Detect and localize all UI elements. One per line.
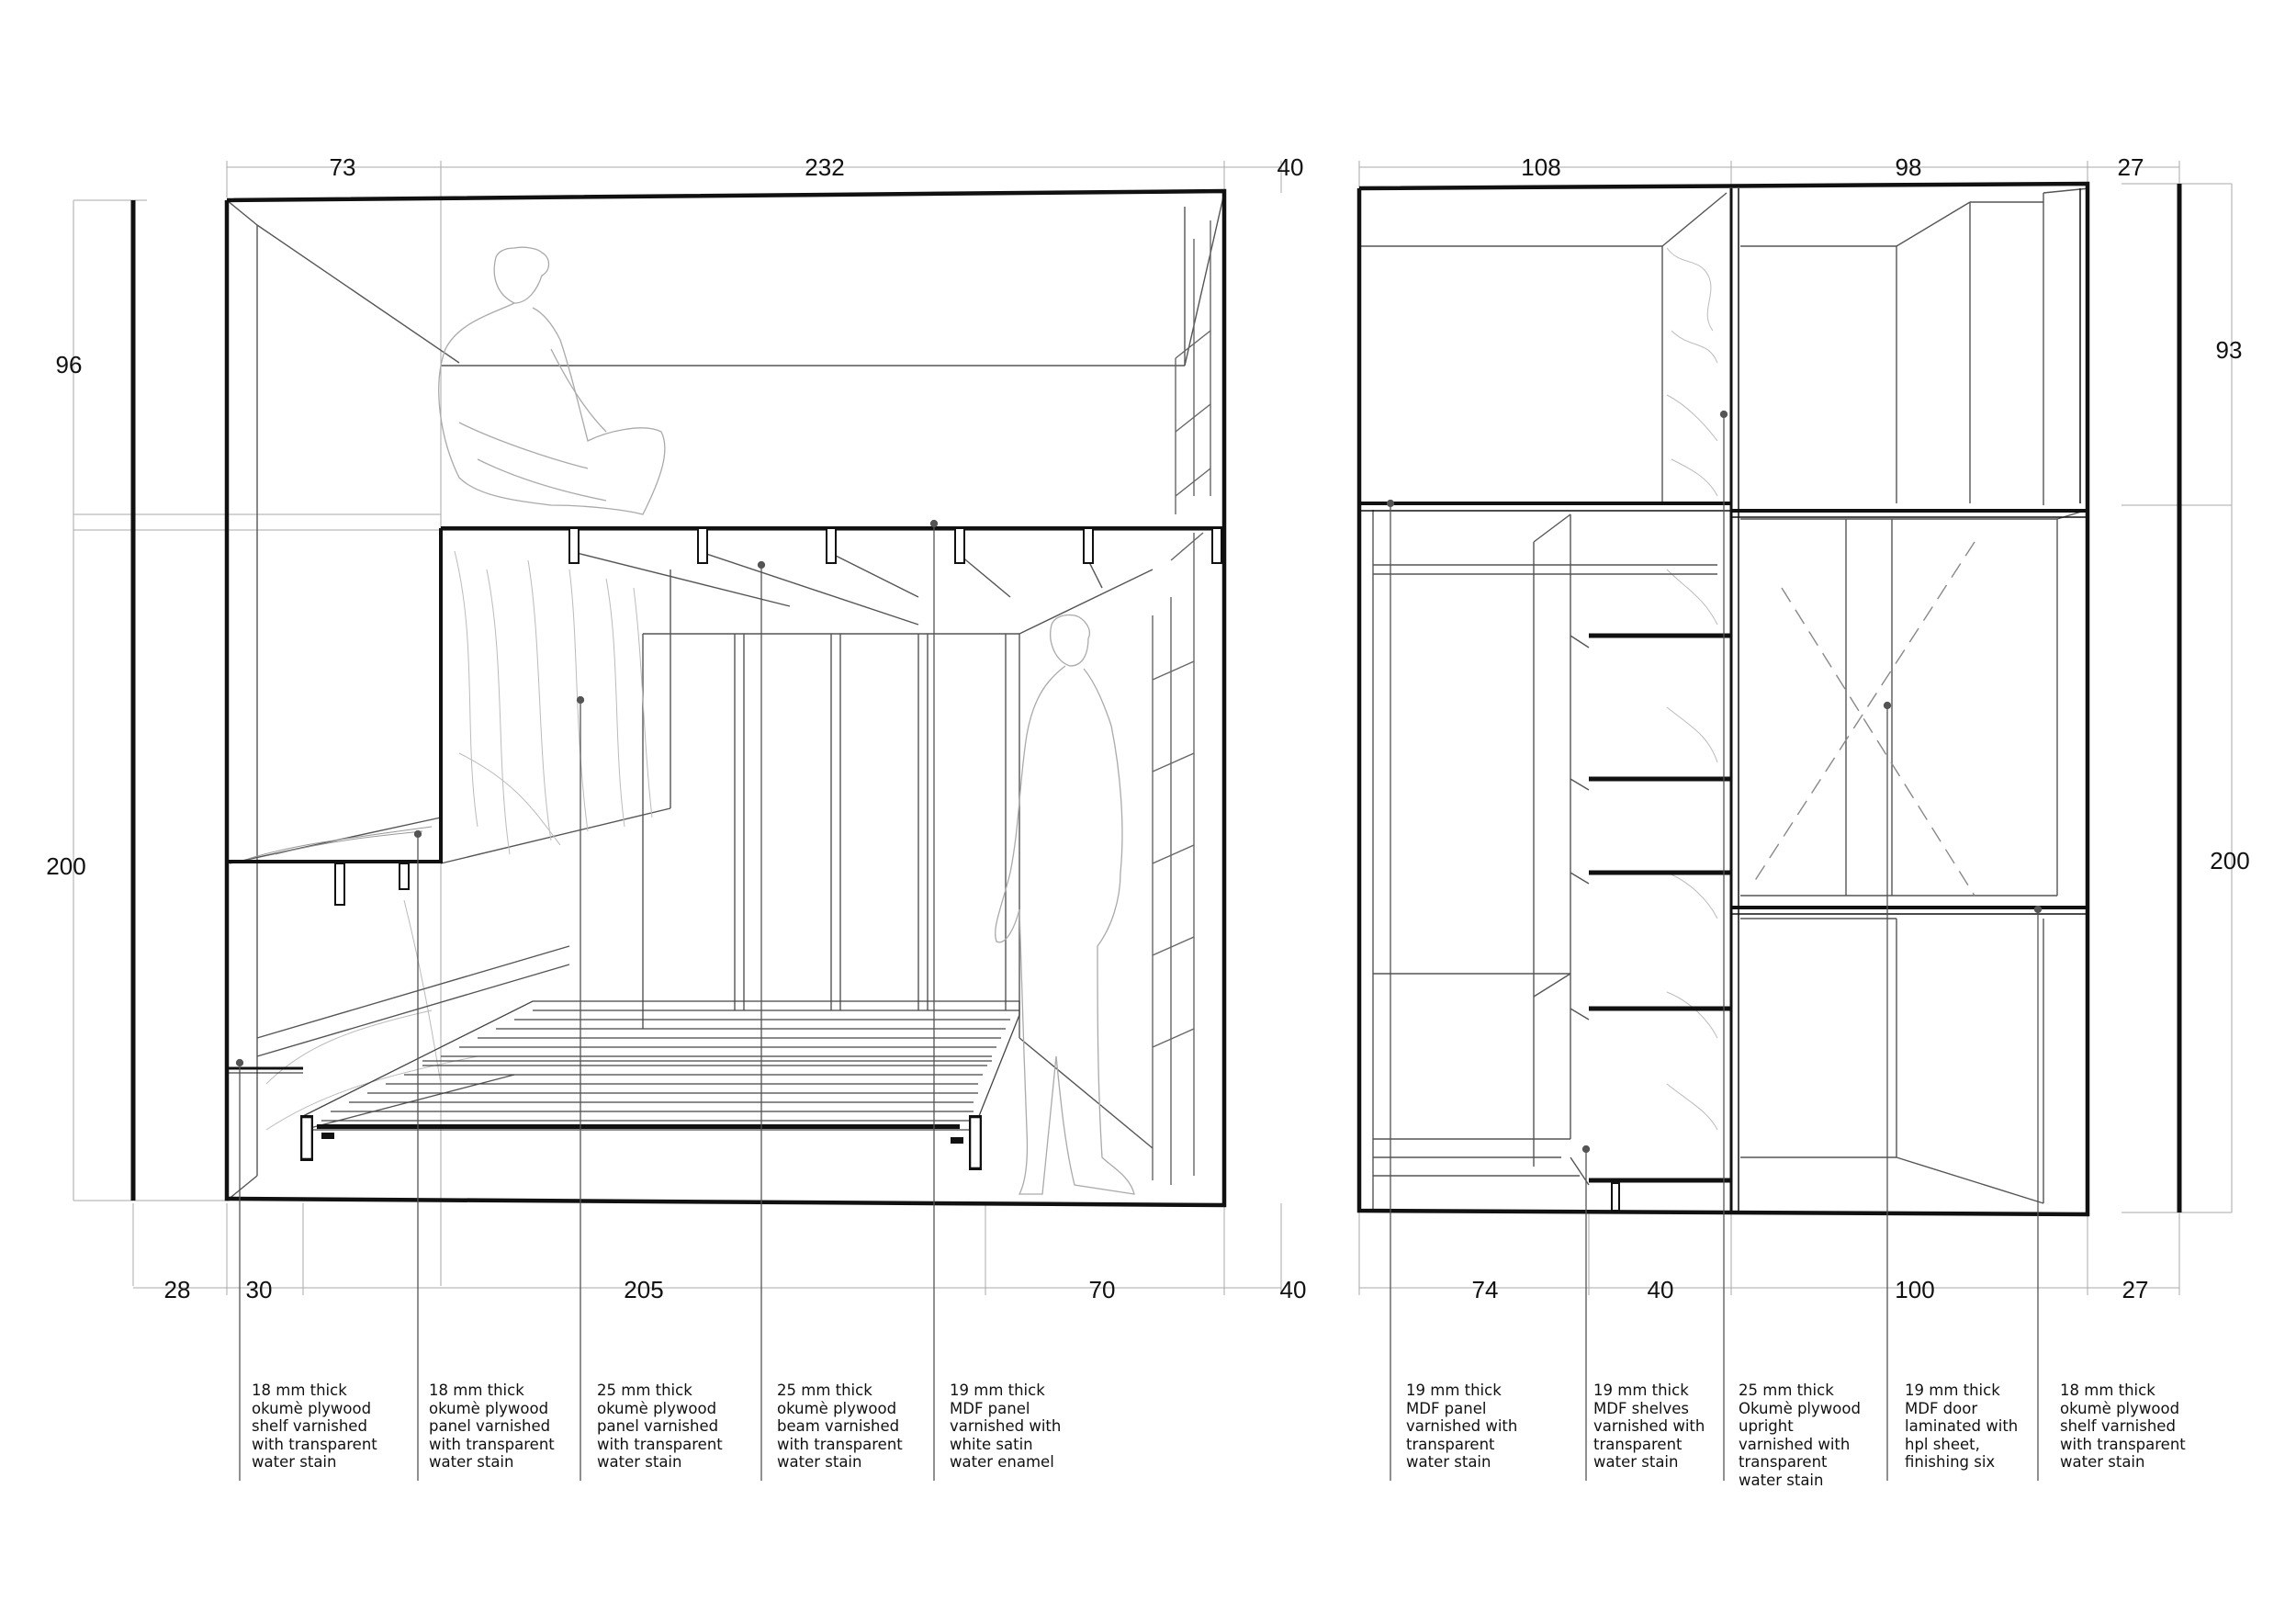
left-dimensions: 73 232 40 96 200 28 30 205 70 40 — [46, 153, 1306, 1303]
callout-line: water stain — [252, 1453, 337, 1472]
callout-left-4: 25 mm thick okumè plywood beam varnished… — [777, 1382, 940, 1472]
callout-line: laminated with — [1905, 1417, 2019, 1436]
callout-line: 19 mm thick — [1593, 1382, 1689, 1399]
dim-left-bottom-1: 28 — [164, 1276, 191, 1303]
callout-line: okumè plywood — [777, 1399, 897, 1417]
callout-leaders — [235, 410, 2043, 1481]
callout-right-5: 18 mm thick okumè plywood shelf varnishe… — [2060, 1382, 2223, 1472]
callout-line: MDF panel — [950, 1399, 1030, 1417]
callout-line: transparent — [1593, 1435, 1683, 1453]
callout-line: with transparent — [429, 1435, 555, 1453]
dim-left-top-2: 232 — [805, 153, 844, 181]
dim-left-bottom-4: 70 — [1089, 1276, 1116, 1303]
callout-left-3: 25 mm thick okumè plywood panel varnishe… — [597, 1382, 760, 1472]
callout-line: water stain — [1593, 1453, 1679, 1472]
callout-line: okumè plywood — [429, 1399, 549, 1417]
dim-left-bottom-2: 30 — [246, 1276, 273, 1303]
right-dimensions: 108 98 27 93 200 74 40 100 27 — [1472, 153, 2250, 1303]
callout-line: 18 mm thick — [429, 1382, 524, 1399]
callout-line: water stain — [1739, 1471, 1824, 1489]
callout-line: MDF door — [1905, 1399, 1978, 1417]
dim-right-vertical-1: 93 — [2216, 336, 2243, 364]
callout-line: upright — [1739, 1417, 1794, 1436]
callout-left-2: 18 mm thick okumè plywood panel varnishe… — [429, 1382, 592, 1472]
callout-line: okumè plywood — [252, 1399, 372, 1417]
dim-right-bottom-2: 40 — [1648, 1276, 1674, 1303]
callout-line: 19 mm thick — [950, 1382, 1045, 1399]
callout-line: with transparent — [777, 1435, 903, 1453]
callout-left-1: 18 mm thick okumè plywood shelf varnishe… — [252, 1382, 415, 1472]
dim-right-top-1: 108 — [1521, 153, 1560, 181]
callout-line: shelf varnished — [2060, 1417, 2176, 1436]
callout-line: okumè plywood — [2060, 1399, 2180, 1417]
callout-line: varnished with — [1739, 1435, 1851, 1453]
right-section-drawing — [1356, 161, 2233, 1295]
callout-line: beam varnished — [777, 1417, 900, 1436]
dim-right-bottom-3: 100 — [1895, 1276, 1934, 1303]
callout-line: varnished with — [1593, 1417, 1705, 1436]
callout-line: transparent — [1739, 1453, 1828, 1472]
callout-line: panel varnished — [429, 1417, 551, 1436]
callout-line: 25 mm thick — [777, 1382, 872, 1399]
callout-right-4: 19 mm thick MDF door laminated with hpl … — [1905, 1382, 2068, 1472]
callout-line: 19 mm thick — [1905, 1382, 2000, 1399]
callout-line: MDF panel — [1406, 1399, 1487, 1417]
callout-line: water enamel — [950, 1453, 1054, 1472]
callout-right-3: 25 mm thick Okumè plywood upright varnis… — [1739, 1382, 1902, 1490]
dim-right-bottom-1: 74 — [1472, 1276, 1499, 1303]
callout-line: 25 mm thick — [597, 1382, 692, 1399]
dim-right-vertical-2: 200 — [2210, 847, 2249, 874]
callout-left-5: 19 mm thick MDF panel varnished with whi… — [950, 1382, 1113, 1472]
dim-left-top-1: 73 — [330, 153, 356, 181]
callout-right-2: 19 mm thick MDF shelves varnished with t… — [1593, 1382, 1757, 1472]
callout-line: with transparent — [252, 1435, 377, 1453]
callout-line: with transparent — [597, 1435, 723, 1453]
callout-line: panel varnished — [597, 1417, 719, 1436]
callout-line: water stain — [2060, 1453, 2145, 1472]
callout-line: 19 mm thick — [1406, 1382, 1502, 1399]
callout-line: 18 mm thick — [2060, 1382, 2155, 1399]
dim-left-bottom-5: 40 — [1280, 1276, 1307, 1303]
dim-left-vertical-2: 200 — [46, 852, 85, 880]
callout-line: finishing six — [1905, 1453, 1996, 1472]
callout-line: hpl sheet, — [1905, 1435, 1980, 1453]
dim-right-top-2: 98 — [1896, 153, 1922, 181]
dim-left-vertical-1: 96 — [56, 351, 83, 378]
callout-line: varnished with — [1406, 1417, 1518, 1436]
callout-line: 25 mm thick — [1739, 1382, 1834, 1399]
callout-line: MDF shelves — [1593, 1399, 1689, 1417]
callout-line: water stain — [597, 1453, 682, 1472]
callout-line: with transparent — [2060, 1435, 2186, 1453]
dim-left-top-3: 40 — [1277, 153, 1304, 181]
callout-right-1: 19 mm thick MDF panel varnished with tra… — [1406, 1382, 1570, 1472]
dim-right-bottom-4: 27 — [2122, 1276, 2149, 1303]
callout-line: water stain — [777, 1453, 862, 1472]
callout-line: okumè plywood — [597, 1399, 717, 1417]
left-section-drawing — [73, 161, 1282, 1295]
callout-line: shelf varnished — [252, 1417, 367, 1436]
callout-line: water stain — [429, 1453, 514, 1472]
dim-left-bottom-3: 205 — [624, 1276, 663, 1303]
callout-line: 18 mm thick — [252, 1382, 347, 1399]
callout-line: varnished with — [950, 1417, 1062, 1436]
callout-line: water stain — [1406, 1453, 1491, 1472]
callout-line: white satin — [950, 1435, 1033, 1453]
callout-line: transparent — [1406, 1435, 1495, 1453]
dim-right-top-3: 27 — [2118, 153, 2144, 181]
callout-line: Okumè plywood — [1739, 1399, 1861, 1417]
